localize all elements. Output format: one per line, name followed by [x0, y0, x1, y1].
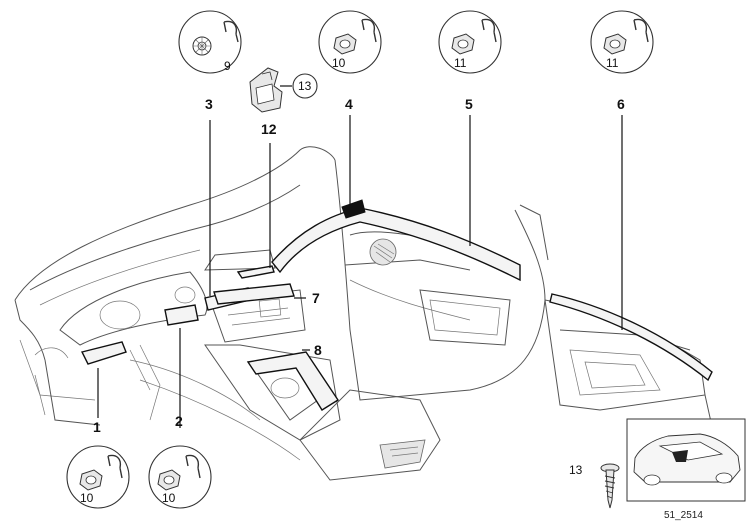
vehicle-locator-thumbnail: [626, 418, 746, 502]
bracket-part[interactable]: 13: [249, 67, 318, 113]
callout-1: 1: [93, 419, 101, 435]
callout-7: 7: [312, 290, 320, 306]
clip-nut-icon: [333, 18, 377, 55]
trim-strip-6[interactable]: [549, 293, 713, 382]
fastener-badge-10-top[interactable]: 10: [318, 10, 382, 74]
clip-nut-icon: [192, 20, 239, 56]
fastener-badge-11-b[interactable]: 11: [590, 10, 654, 74]
callout-8: 8: [314, 342, 322, 358]
callout-12: 12: [261, 121, 277, 137]
diagram-reference-code: 51_2514: [664, 510, 703, 521]
car-icon: [633, 433, 741, 486]
trim-strip-8[interactable]: [246, 351, 339, 411]
trim-strip-1[interactable]: [80, 341, 127, 365]
callout-6: 6: [617, 96, 625, 112]
fastener-badge-10-bottom-left[interactable]: 10: [66, 445, 130, 509]
trim-strip-12[interactable]: [236, 265, 275, 279]
fastener-badge-10-bottom-center[interactable]: 10: [148, 445, 212, 509]
clip-nut-icon: [603, 18, 649, 55]
trim-pieces: [80, 199, 713, 411]
callout-4: 4: [345, 96, 353, 112]
fastener-badge-9[interactable]: 9: [178, 10, 242, 74]
trim-strip-4[interactable]: [271, 207, 521, 282]
clip-nut-icon: [79, 454, 123, 491]
bracket-icon: [249, 67, 283, 113]
fastener-badge-11-a[interactable]: 11: [438, 10, 502, 74]
fastener-badge-label: 10: [332, 56, 346, 70]
fastener-badge-label: 11: [454, 56, 467, 70]
fastener-badge-label: 10: [162, 491, 176, 505]
clip-nut-icon: [157, 454, 201, 491]
clip-nut-icon: [451, 18, 497, 55]
leader-lines: [97, 115, 623, 428]
screw-icon: [600, 463, 620, 509]
fastener-badge-label: 9: [224, 59, 231, 73]
callout-5: 5: [465, 96, 473, 112]
interior-drawing: [14, 146, 716, 481]
screw-part[interactable]: 13: [569, 463, 620, 509]
fastener-badge-label: 11: [606, 56, 619, 70]
bracket-label: 13: [298, 79, 312, 93]
callout-numbers: 1 2 3 12 4 5 6 7 8: [93, 96, 625, 435]
screw-label: 13: [569, 463, 583, 477]
callout-3: 3: [205, 96, 213, 112]
trim-strip-2[interactable]: [164, 304, 199, 326]
trim-strip-7[interactable]: [213, 283, 295, 305]
fastener-badge-label: 10: [80, 491, 94, 505]
callout-2: 2: [175, 413, 183, 429]
